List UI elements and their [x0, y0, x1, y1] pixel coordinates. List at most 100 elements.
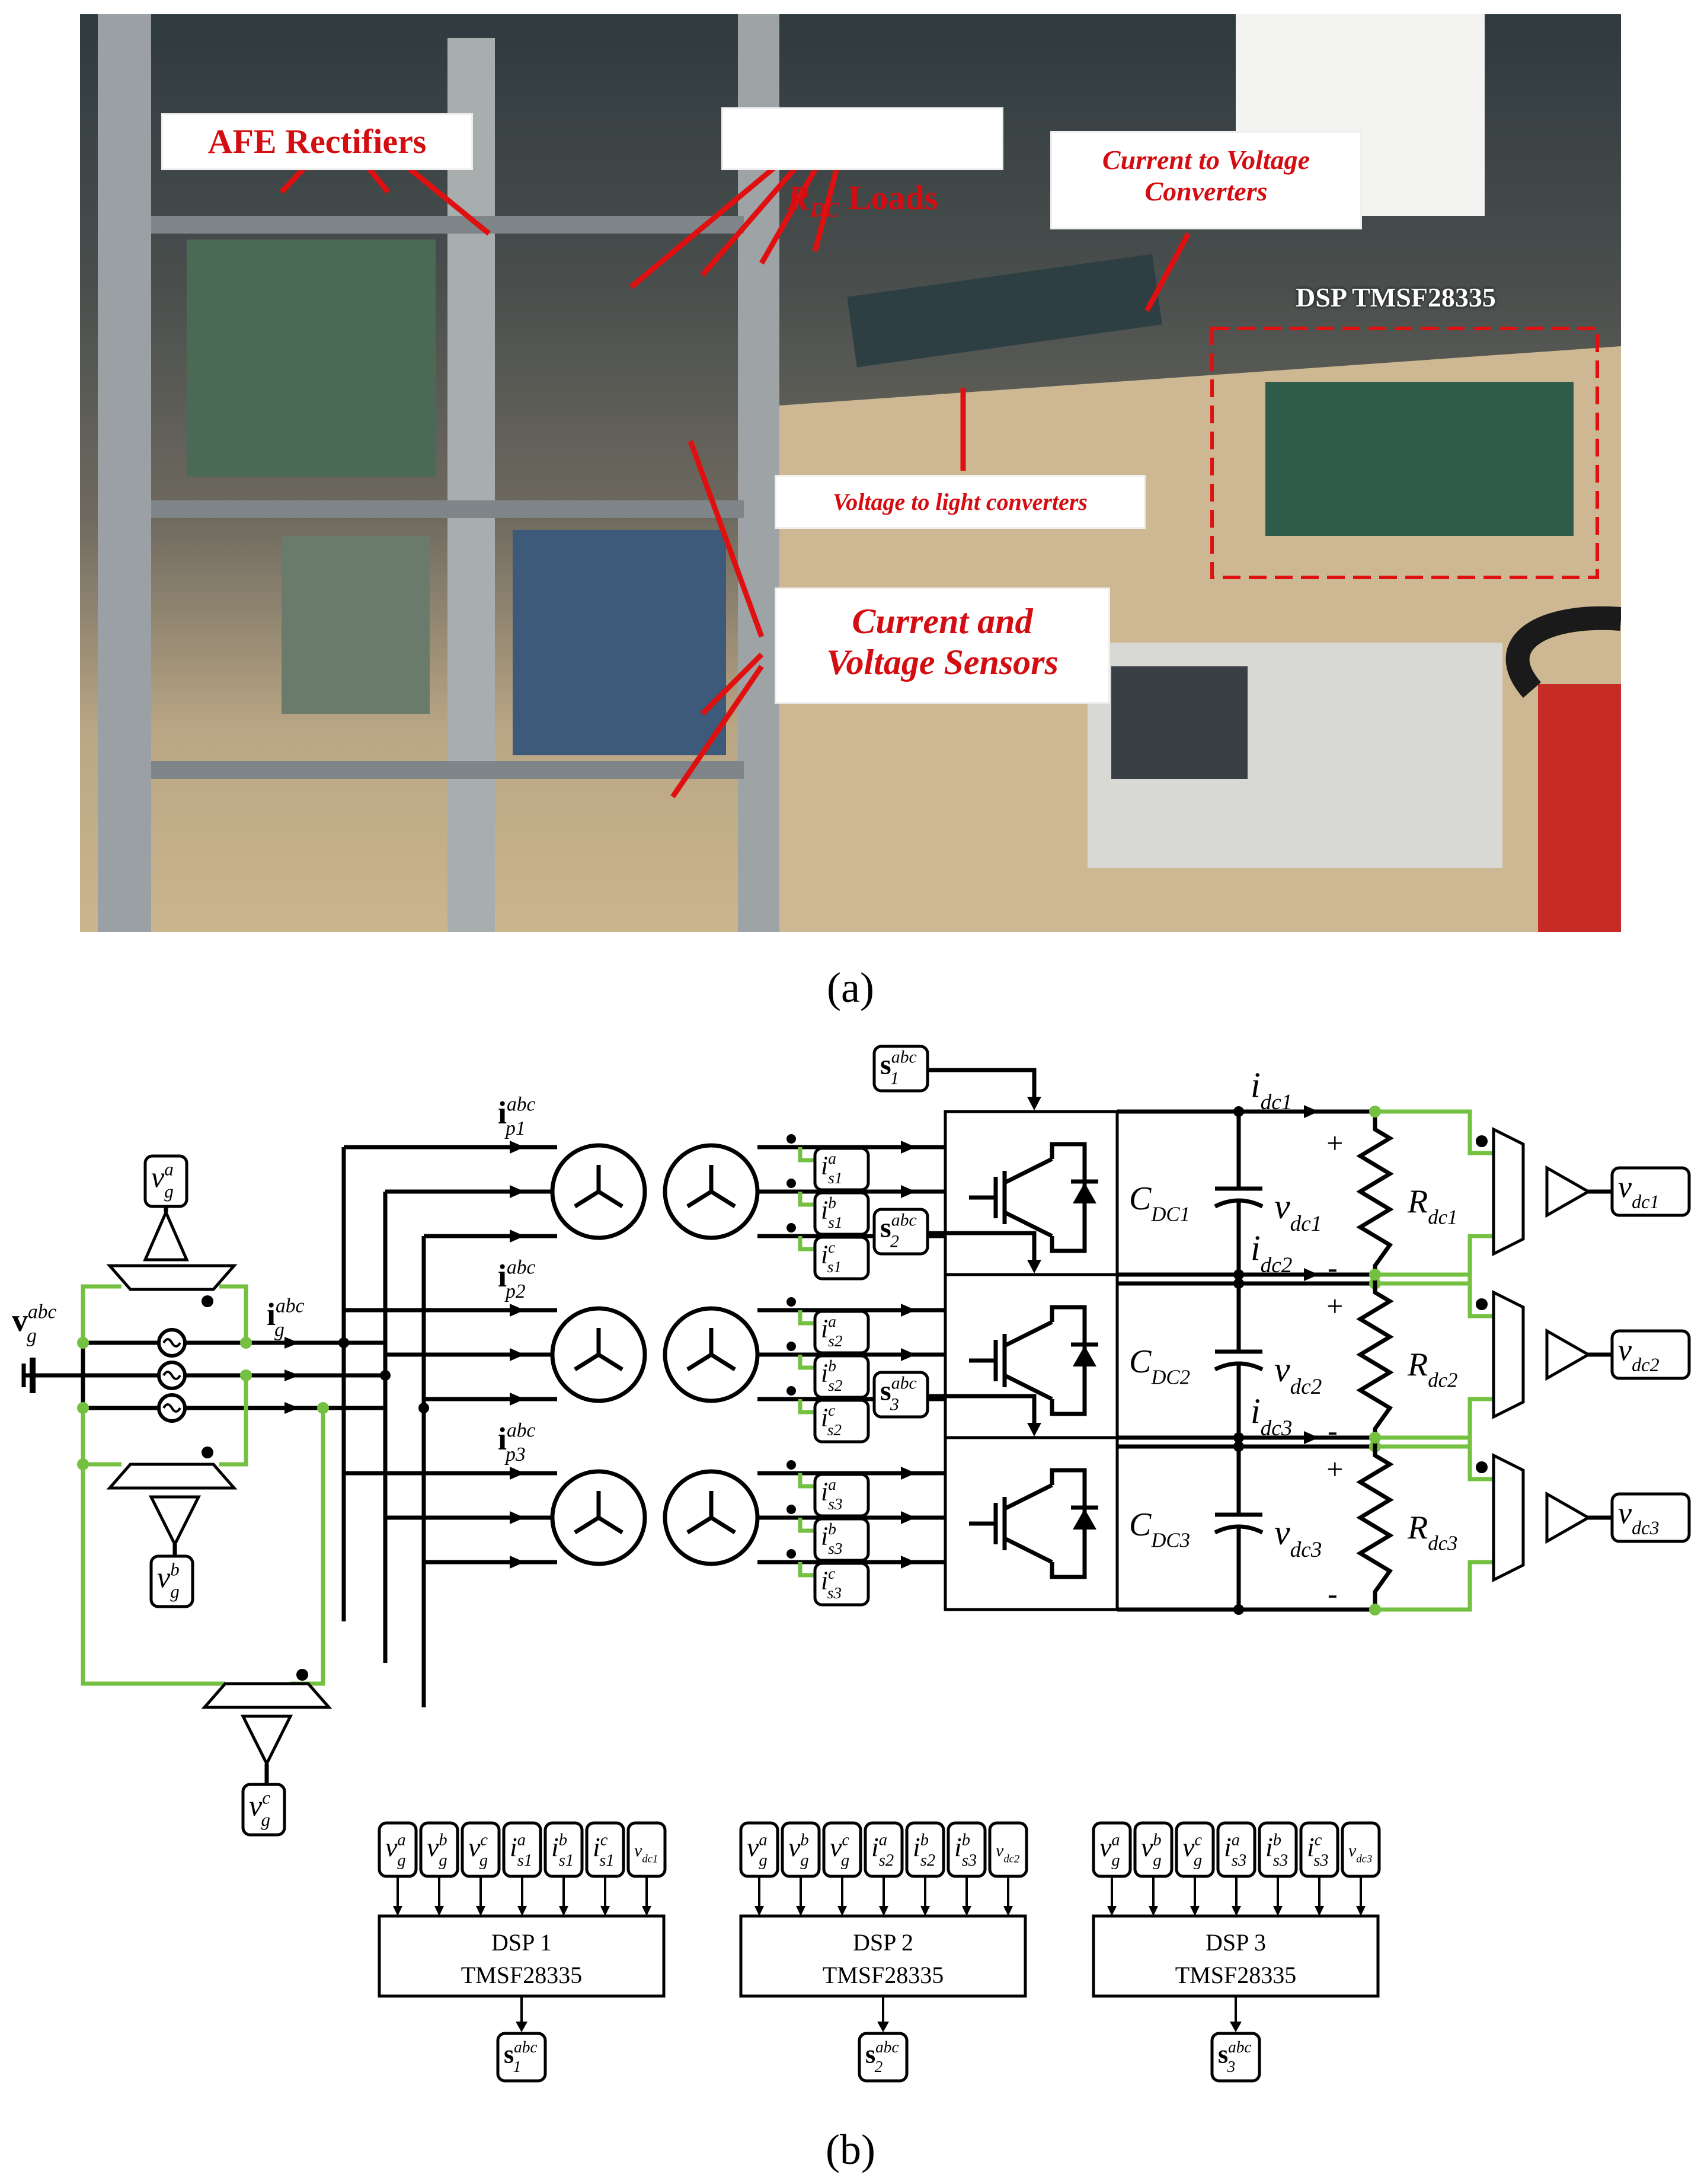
grid-current-arrows: [284, 1337, 299, 1414]
dsp-3-model: TMSF28335: [1175, 1962, 1297, 1988]
dc-voltage-output-2-text: vdc2: [1618, 1334, 1660, 1375]
sensor-boards: [513, 530, 726, 755]
grid-voltage-sensor-a: [106, 1189, 238, 1307]
label-rdc-loads: RDC Loads: [723, 109, 1002, 222]
minus-sign-1: -: [1328, 1251, 1338, 1284]
label-afe-rectifiers: AFE Rectifiers: [163, 115, 471, 168]
label-sensors: Current and Voltage Sensors: [776, 589, 1108, 702]
minus-sign-2: -: [1328, 1414, 1338, 1447]
capacitor-label-2: CDC2: [1129, 1343, 1190, 1389]
dc-voltage-output-3: vdc3: [1610, 1492, 1691, 1543]
load-resistor-3: [1356, 1438, 1394, 1610]
plus-sign-3: +: [1325, 1452, 1345, 1486]
dc-current-label-1: idc1: [1251, 1065, 1292, 1115]
dc-voltage-output-1: vdc1: [1610, 1166, 1691, 1217]
rdc-subscript: DC: [810, 197, 840, 222]
grid-voltage-sensor-b: [106, 1447, 238, 1556]
dsp-3-box: [1092, 1914, 1380, 1998]
resistor-label-2: Rdc2: [1407, 1346, 1457, 1392]
grid-voltage-sense-wires: [77, 1284, 329, 1686]
dsp-3-name: DSP 3: [1206, 1929, 1266, 1956]
rack-post-left: [98, 14, 151, 932]
capacitor-label-1: CDC1: [1129, 1180, 1190, 1226]
grid-phase-lines: [83, 1340, 385, 1410]
dc-voltage-output-1-text: vdc1: [1618, 1171, 1660, 1212]
dsp-1-input-7: vdc1: [626, 1821, 667, 1878]
dsp-2-input-7-text: vdc2: [996, 1841, 1019, 1866]
load-resistor-2: [1356, 1275, 1394, 1447]
resistor-label-3: Rdc3: [1407, 1509, 1457, 1555]
dc-voltage-label-3: vdc3: [1274, 1513, 1322, 1562]
dc-current-label-3: idc3: [1251, 1391, 1292, 1441]
vtl-strip: [847, 254, 1162, 368]
rack-post-middle: [447, 38, 495, 932]
lab-setup-photo: AFE Rectifiers RDC Loads Current to Volt…: [80, 14, 1621, 932]
dsp-3-input-7: vdc3: [1341, 1821, 1381, 1878]
dsp-1-name: DSP 1: [491, 1929, 552, 1956]
fire-extinguisher: [1538, 684, 1621, 932]
dsp-2-box: [739, 1914, 1027, 1998]
wiring: [21, 1147, 429, 1784]
label-voltage-to-light: Voltage to light converters: [776, 477, 1144, 527]
dsp-board: [1265, 382, 1574, 536]
